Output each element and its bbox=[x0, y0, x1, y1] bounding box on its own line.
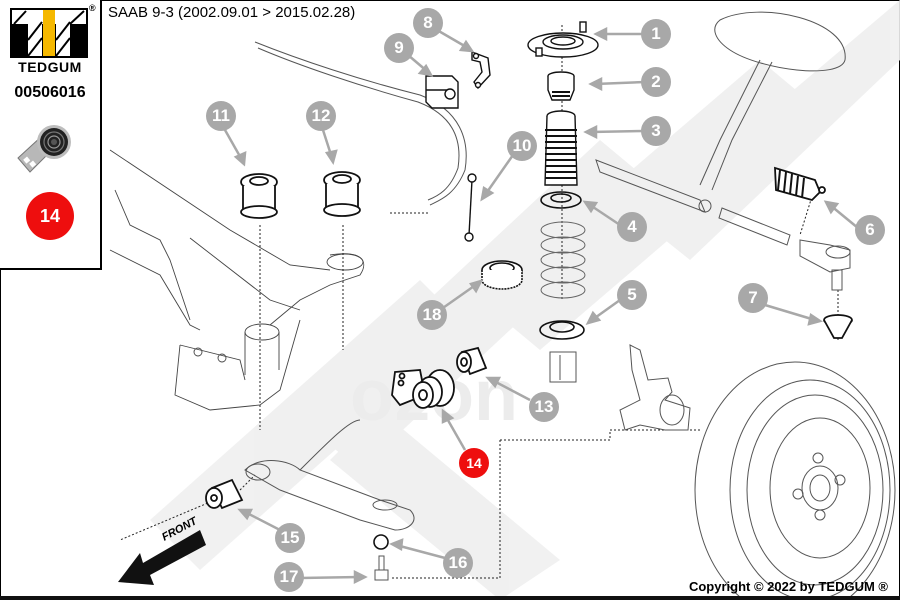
callout-14-highlighted[interactable]: 14 bbox=[459, 448, 489, 478]
part-8-bracket bbox=[471, 50, 491, 90]
callout-3[interactable]: 3 bbox=[641, 116, 671, 146]
callout-13[interactable]: 13 bbox=[529, 392, 559, 422]
callout-8[interactable]: 8 bbox=[413, 8, 443, 38]
part-2-bump-stop bbox=[547, 71, 575, 101]
part-1-strut-mount bbox=[527, 21, 599, 58]
registered-mark: ® bbox=[89, 3, 96, 13]
callout-5[interactable]: 5 bbox=[617, 280, 647, 310]
highlighted-position-badge: 14 bbox=[26, 192, 74, 240]
brand-name: TEDGUM bbox=[18, 59, 82, 75]
callout-7[interactable]: 7 bbox=[738, 283, 768, 313]
part-16-ballboot bbox=[373, 534, 389, 550]
callout-16[interactable]: 16 bbox=[443, 548, 473, 578]
part-7-ball-joint-boot bbox=[823, 314, 853, 339]
wheel bbox=[694, 361, 896, 600]
part-9-stab-bushing bbox=[425, 75, 459, 109]
steering-column bbox=[595, 11, 846, 213]
callout-4[interactable]: 4 bbox=[617, 212, 647, 242]
callout-15[interactable]: 15 bbox=[275, 523, 305, 553]
part-4-spring-seat bbox=[540, 191, 582, 209]
tie-rod bbox=[718, 207, 851, 291]
part-14-arm-bushing bbox=[391, 369, 455, 409]
part-11-bushing bbox=[240, 173, 278, 219]
callout-1[interactable]: 1 bbox=[641, 19, 671, 49]
callout-10[interactable]: 10 bbox=[507, 131, 537, 161]
vehicle-title: SAAB 9-3 (2002.09.01 > 2015.02.28) bbox=[108, 4, 356, 21]
watermark bbox=[150, 0, 900, 600]
part-12-bushing bbox=[323, 171, 361, 217]
part-3-dust-boot bbox=[544, 110, 578, 186]
callout-2[interactable]: 2 bbox=[641, 67, 671, 97]
callout-11[interactable]: 11 bbox=[206, 101, 236, 131]
callout-12[interactable]: 12 bbox=[306, 101, 336, 131]
callout-arrows bbox=[223, 26, 859, 585]
callout-9[interactable]: 9 bbox=[384, 33, 414, 63]
copyright-notice: Copyright © 2022 by TEDGUM ® bbox=[688, 579, 888, 594]
tedgum-logo bbox=[10, 8, 88, 58]
part-15-front-bushing bbox=[205, 478, 244, 510]
front-arrow bbox=[118, 530, 206, 585]
callout-18[interactable]: 18 bbox=[417, 300, 447, 330]
part-18-strut-bearing bbox=[481, 260, 523, 290]
coil-spring bbox=[540, 221, 586, 299]
part-10-stab-link bbox=[464, 173, 477, 242]
part-6-rack-boot bbox=[774, 166, 826, 202]
part-5-lower-seat bbox=[539, 320, 585, 340]
sidebar-panel: ® TEDGUM 00506016 14 bbox=[0, 0, 102, 270]
bottom-border bbox=[0, 596, 900, 600]
part-thumbnail-image bbox=[17, 125, 71, 173]
strut-bottom bbox=[549, 351, 577, 383]
control-arm bbox=[244, 419, 415, 531]
subframe bbox=[109, 149, 365, 411]
part-number: 00506016 bbox=[14, 84, 86, 101]
part-17-balljoint bbox=[374, 555, 389, 581]
callout-6[interactable]: 6 bbox=[855, 215, 885, 245]
part-13-small-bushing bbox=[456, 346, 488, 376]
callout-17[interactable]: 17 bbox=[274, 562, 304, 592]
steering-knuckle bbox=[619, 344, 691, 431]
